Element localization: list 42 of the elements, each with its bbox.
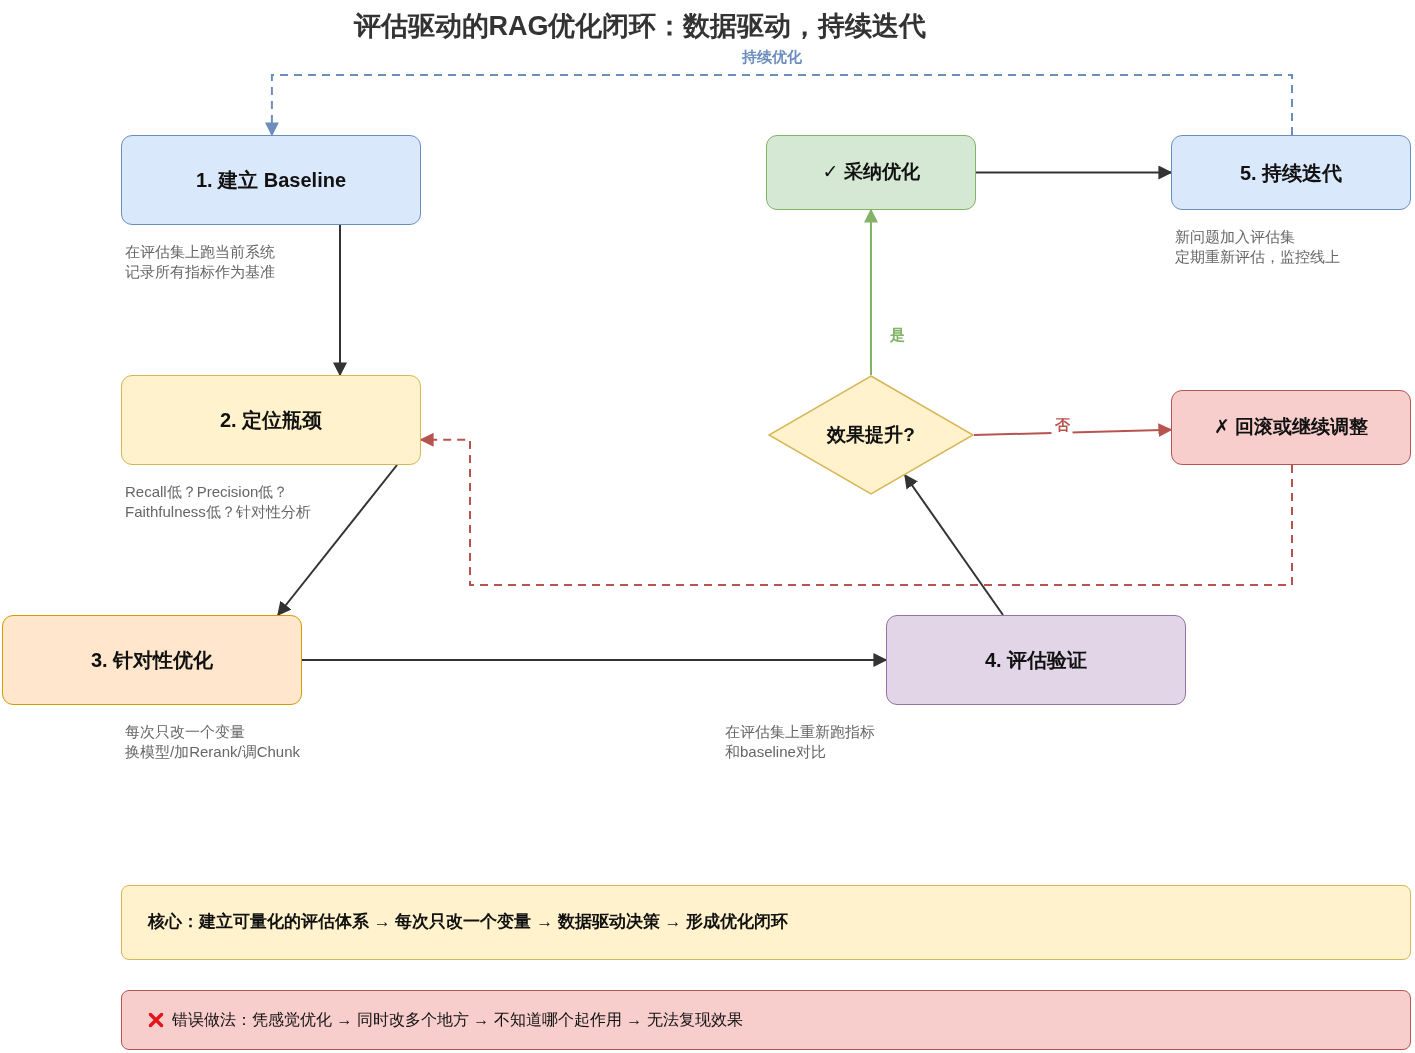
- node-label: 5. 持续迭代: [1239, 160, 1343, 186]
- node-label: 核心：建立可量化的评估体系 → 每次只改一个变量 → 数据驱动决策 → 形成优化闭环: [148, 911, 789, 934]
- diagram-title: 评估驱动的RAG优化闭环：数据驱动，持续迭代: [352, 10, 928, 43]
- step-note: 在评估集上重新跑指标: [725, 722, 875, 742]
- arrow: [975, 165, 1173, 180]
- node-label: 错误做法：凭感觉优化 → 同时改多个地方 → 不知道哪个起作用 → 无法复现效果: [172, 1009, 743, 1030]
- node-label: 1. 建立 Baseline: [195, 168, 347, 193]
- dashed-arrow: [264, 74, 1293, 137]
- arrow: [904, 474, 1004, 616]
- node-label: 效果提升?: [827, 422, 915, 447]
- step-note: 新问题加入评估集: [1175, 227, 1296, 247]
- arrow: [301, 653, 888, 667]
- step-note: 每次只改一个变量: [125, 722, 246, 742]
- dashed-arrow: [419, 432, 1293, 586]
- step-note: 在评估集上跑当前系统: [125, 242, 275, 262]
- step-note: 和baseline对比: [725, 742, 827, 762]
- step-box: [121, 375, 421, 465]
- warning-banner: [121, 990, 1411, 1050]
- step-note: Faithfulness低？针对性分析: [125, 502, 311, 522]
- step-note: 定期重新评估，监控线上: [1175, 247, 1340, 267]
- outcome-box: [1171, 390, 1411, 465]
- node-label: 2. 定位瓶颈: [219, 408, 323, 433]
- step-note: 记录所有指标作为基准: [125, 262, 275, 282]
- step-note: 换模型/加Rerank/调Chunk: [125, 742, 301, 762]
- step-box: [2, 615, 302, 705]
- edge-label: 持续优化: [739, 48, 805, 66]
- node-label: ✓ 采纳优化: [822, 160, 920, 185]
- node-label: ✗ 回滚或继续调整: [1213, 415, 1369, 440]
- arrow: [333, 224, 347, 377]
- step-box: [121, 135, 421, 225]
- outcome-box: [766, 135, 976, 210]
- summary-banner: [121, 885, 1411, 960]
- edge-label: 是: [886, 326, 908, 344]
- step-note: Recall低？Precision低？: [125, 482, 290, 502]
- step-box: [1171, 135, 1411, 210]
- step-box: [886, 615, 1186, 705]
- edge-label: 否: [1051, 416, 1073, 434]
- arrow: [864, 208, 878, 376]
- node-label: 4. 评估验证: [984, 648, 1088, 673]
- arrow: [277, 464, 398, 617]
- arrow: [973, 423, 1173, 438]
- node-label: 3. 针对性优化: [90, 648, 214, 673]
